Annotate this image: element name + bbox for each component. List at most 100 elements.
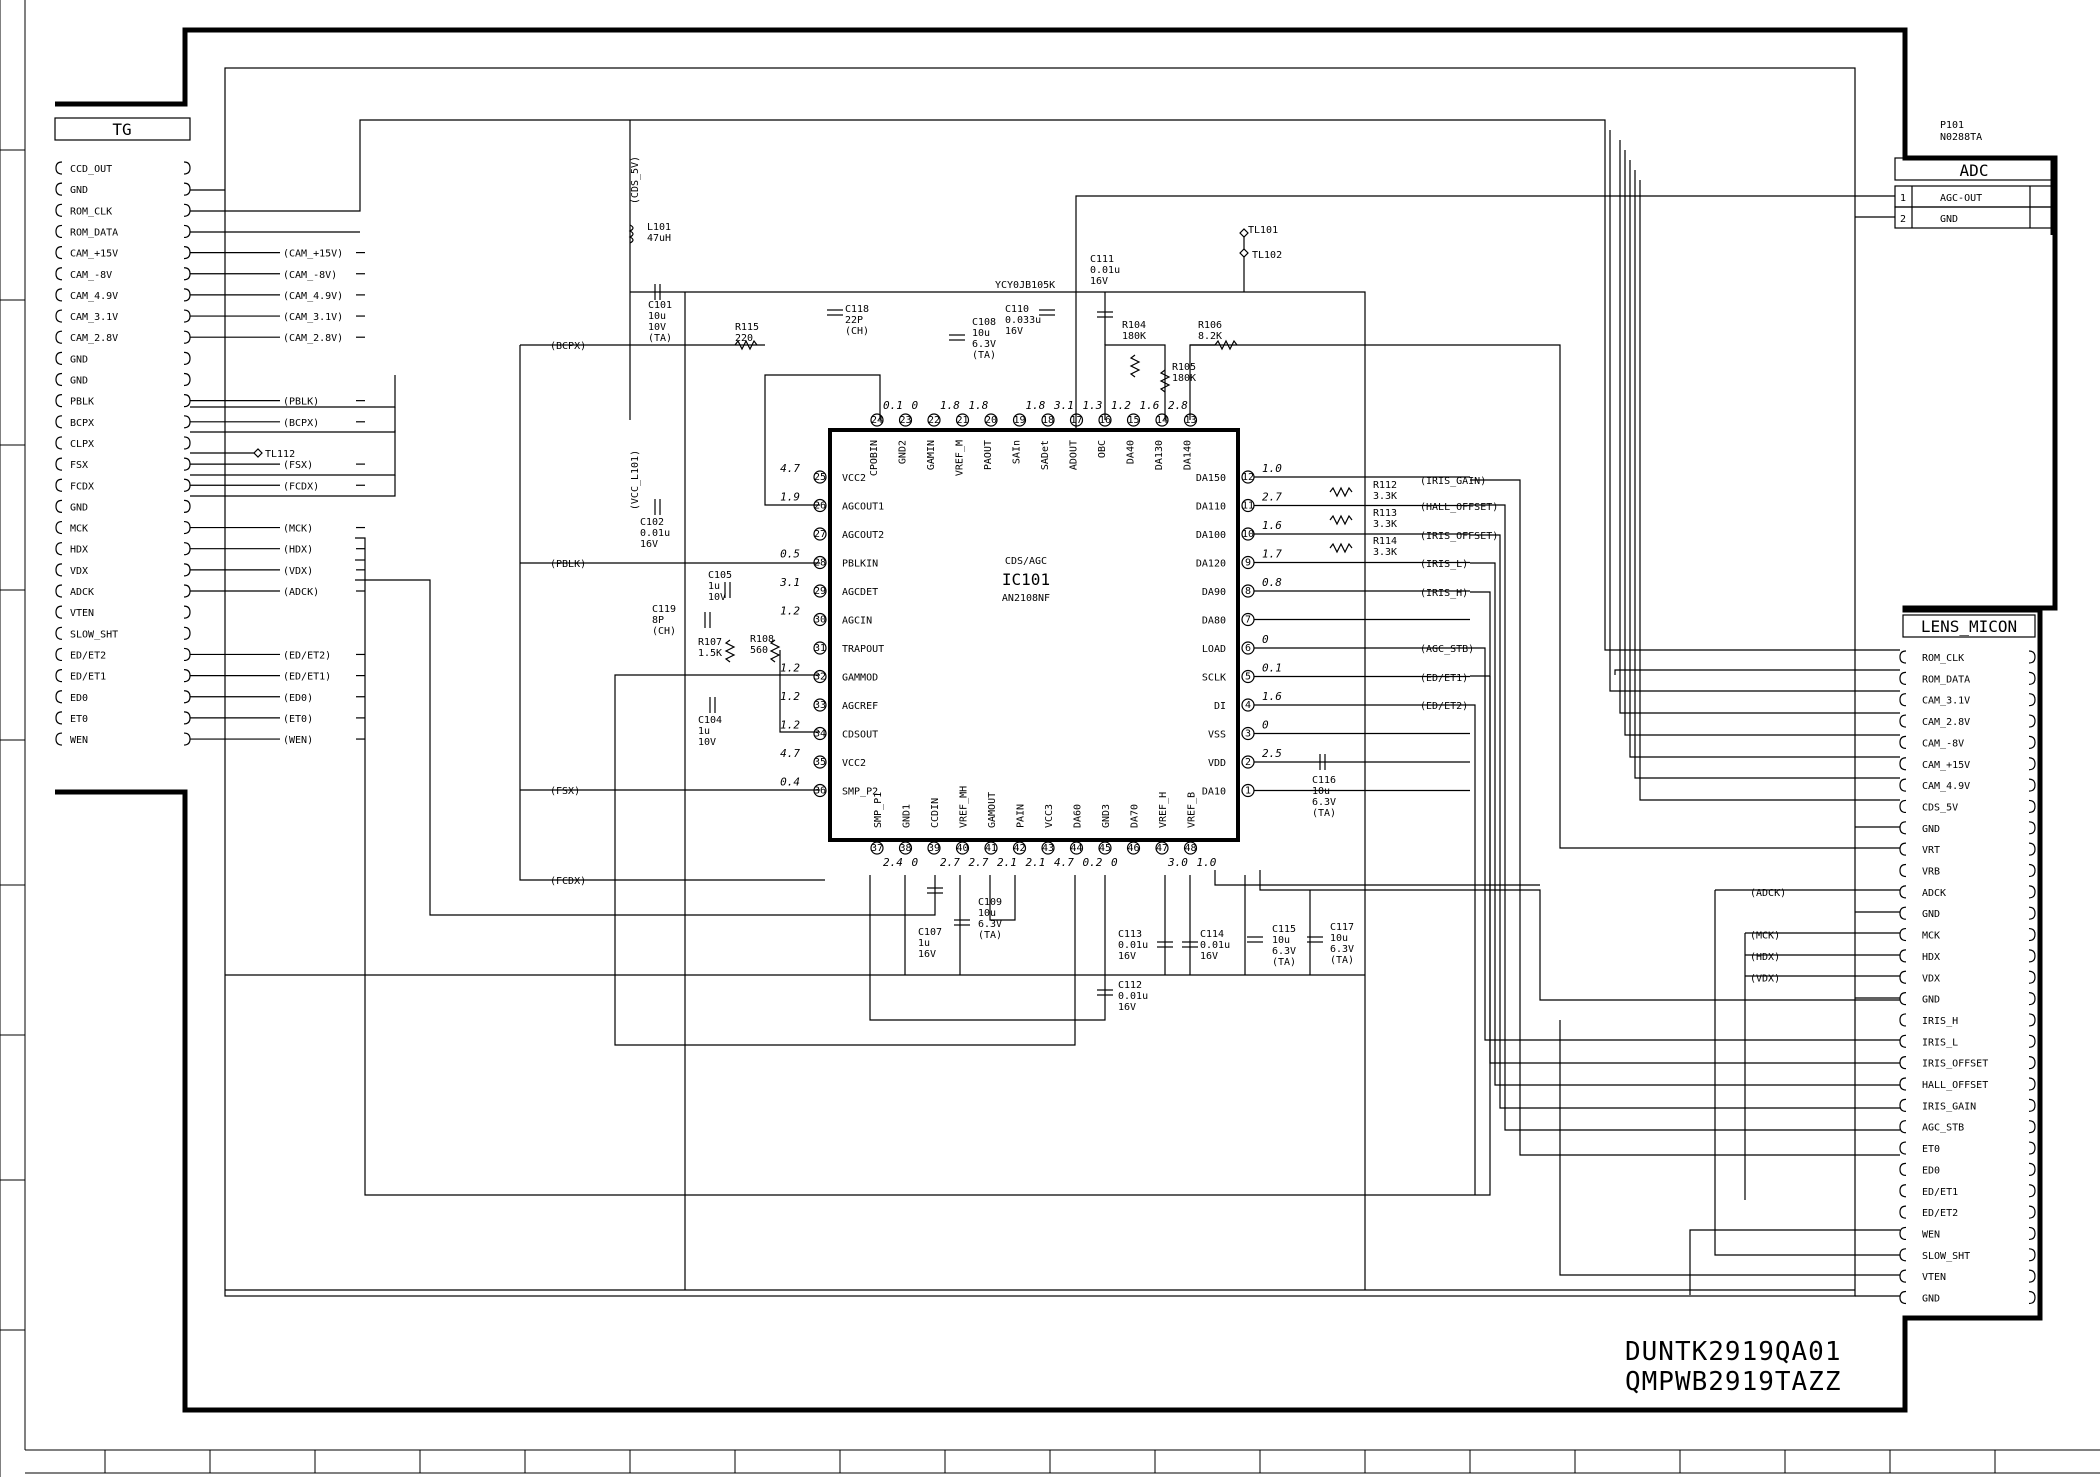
component-c117-label: 10u: [1330, 933, 1348, 944]
component-c116-label: 10u: [1312, 786, 1330, 797]
ic-pin-36-number: 36: [814, 786, 826, 797]
component-c113-label: C113: [1118, 929, 1142, 940]
ic-pin-41-number: 41: [985, 843, 997, 854]
ic-pin-10-name: DA100: [1196, 530, 1226, 541]
net-fcdx: (FCDX): [550, 876, 586, 887]
adc-part: N0288TA: [1940, 132, 1982, 143]
ic101-title: CDS/AGC: [1005, 556, 1047, 567]
component-r105-label: 180K: [1172, 373, 1196, 384]
ic-pin-43-circle: [1041, 841, 1055, 855]
ic-pin-23-voltage: 0: [912, 399, 919, 412]
tg-pin-slow-sht: SLOW_SHT: [70, 629, 118, 640]
tg-net-label: (PBLK): [283, 397, 319, 408]
ic-pin-4-name: DI: [1214, 701, 1226, 712]
tg-net-label: (MCK): [283, 524, 313, 535]
component-r114-label: R114: [1373, 536, 1397, 547]
ic-pin-12-name: DA150: [1196, 473, 1226, 484]
tg-pin-cap-right: [183, 415, 191, 429]
lens-pin-vrt: VRT: [1922, 845, 1940, 856]
lens-pin-cap-right: [2028, 1034, 2036, 1048]
tg-pin-cap-right: [183, 309, 191, 323]
tg-pin-cap-right: [183, 647, 191, 662]
ic-pin-16-voltage: 1.2: [1111, 399, 1131, 412]
lens-pin-cap-left: [1899, 1120, 1907, 1134]
lens-pin-gnd: GND: [1922, 1294, 1940, 1305]
component-c107-label: C107: [918, 927, 942, 938]
tg-net-label: (CAM_3.1V): [283, 312, 343, 323]
tg-pin-ed0: ED0: [70, 693, 88, 704]
tl101-marker: [1239, 228, 1249, 238]
ic-pin-40-number: 40: [956, 843, 968, 854]
component-c119-label: (CH): [652, 626, 676, 637]
lens-pin-gnd: GND: [1922, 909, 1940, 920]
lens-pin-cap-left: [1899, 992, 1907, 1006]
tg-net-label: (CAM_4.9V): [283, 291, 343, 302]
r114-symbol: [1329, 542, 1353, 554]
ic-pin-44-name: DA60: [1073, 804, 1084, 828]
adc-row-name: GND: [1940, 214, 1958, 225]
ic-pin-6-number: 6: [1245, 643, 1251, 654]
ic-pin-41-circle: [984, 841, 998, 855]
tg-net-label: (BCPX): [283, 418, 319, 429]
component-c108-label: 6.3V: [972, 339, 996, 350]
ic-pin-21-name: VREF_M: [955, 440, 966, 476]
r104-symbol: [1129, 354, 1141, 378]
lens-pin-cap-right: [2028, 799, 2036, 814]
tg-pin-cap-left: [55, 647, 63, 662]
lens-net-label: (HDX): [1750, 952, 1780, 963]
ic-pin-30-voltage: 1.2: [780, 605, 800, 618]
tg-pin-cap-right: [183, 436, 191, 450]
board-number-1: DUNTK2919QA01: [1625, 1337, 1842, 1367]
component-c101-label: 10V: [648, 322, 666, 333]
tl101-label: TL101: [1248, 225, 1278, 236]
tg-pin-cap-left: [55, 394, 63, 408]
ic-pin-27-circle: [813, 527, 827, 541]
ic-pin-43-number: 43: [1042, 843, 1054, 854]
ic-pin-9-number: 9: [1245, 558, 1251, 569]
tg-pin-cap-left: [55, 224, 63, 239]
ic-pin-35-number: 35: [814, 757, 826, 768]
ic-pin-7-number: 7: [1245, 615, 1251, 626]
lens-pin-cap-left: [1899, 1013, 1907, 1027]
ic-pin-19-circle: [1012, 413, 1027, 427]
ic-pin-29-voltage: 3.1: [779, 576, 800, 589]
ic-pin-40-voltage: 2.7: [969, 856, 989, 869]
lens-pin-cap-left: [1899, 1269, 1907, 1283]
ic-pin-32-number: 32: [814, 672, 826, 683]
tg-pin-cap-left: [55, 542, 63, 556]
ic-pin-48-voltage: 1.0: [1197, 856, 1217, 869]
component-r107-label: 1.5K: [698, 648, 722, 659]
ic-pin-20-number: 20: [985, 415, 997, 426]
ic-pin-18-circle: [1041, 413, 1055, 427]
component-c113-label: 16V: [1118, 951, 1136, 962]
tg-pin-cap-left: [55, 499, 63, 513]
tg-pin-vdx: VDX: [70, 566, 88, 577]
lens-pin-cap-right: [2028, 671, 2036, 685]
r115-symbol: [734, 339, 758, 351]
component-r112-label: 3.3K: [1373, 491, 1397, 502]
ic-pin-31-name: TRAPOUT: [842, 644, 884, 655]
component-c102-label: 16V: [640, 539, 658, 550]
ic-pin-43-voltage: 4.7: [1054, 856, 1074, 869]
ic-pin-32-name: GAMMOD: [842, 673, 878, 684]
ic-pin-38-circle: [898, 841, 913, 855]
ic-pin-13-name: DA140: [1183, 440, 1194, 470]
pcb-outline: [55, 27, 2058, 1413]
ic-pin-24-name: CPOBIN: [869, 440, 880, 476]
component-c119-label: C119: [652, 604, 676, 615]
lens-pin-cap-left: [1899, 671, 1907, 685]
ic-pin-3-voltage: 0: [1262, 719, 1269, 732]
ic-pin-21-voltage: 1.8: [969, 399, 989, 412]
net-right-5: (AGC_STB): [1420, 644, 1474, 655]
tg-net-label: (CAM_-8V): [283, 270, 337, 281]
ic-pin-14-circle: [1155, 413, 1169, 427]
lens-pin-iris-gain: IRIS_GAIN: [1922, 1101, 1976, 1112]
ic-pin-7-name: DA80: [1202, 616, 1226, 627]
ic-pin-2-name: VDD: [1208, 758, 1226, 769]
ic-pin-45-voltage: 0: [1111, 856, 1118, 869]
lens-pin-cam-2-8v: CAM_2.8V: [1922, 717, 1970, 728]
component-c111-label: 16V: [1090, 276, 1108, 287]
ic-pin-25-name: VCC2: [842, 473, 866, 484]
ic-pin-33-number: 33: [814, 700, 826, 711]
r106-symbol: [1214, 339, 1238, 351]
